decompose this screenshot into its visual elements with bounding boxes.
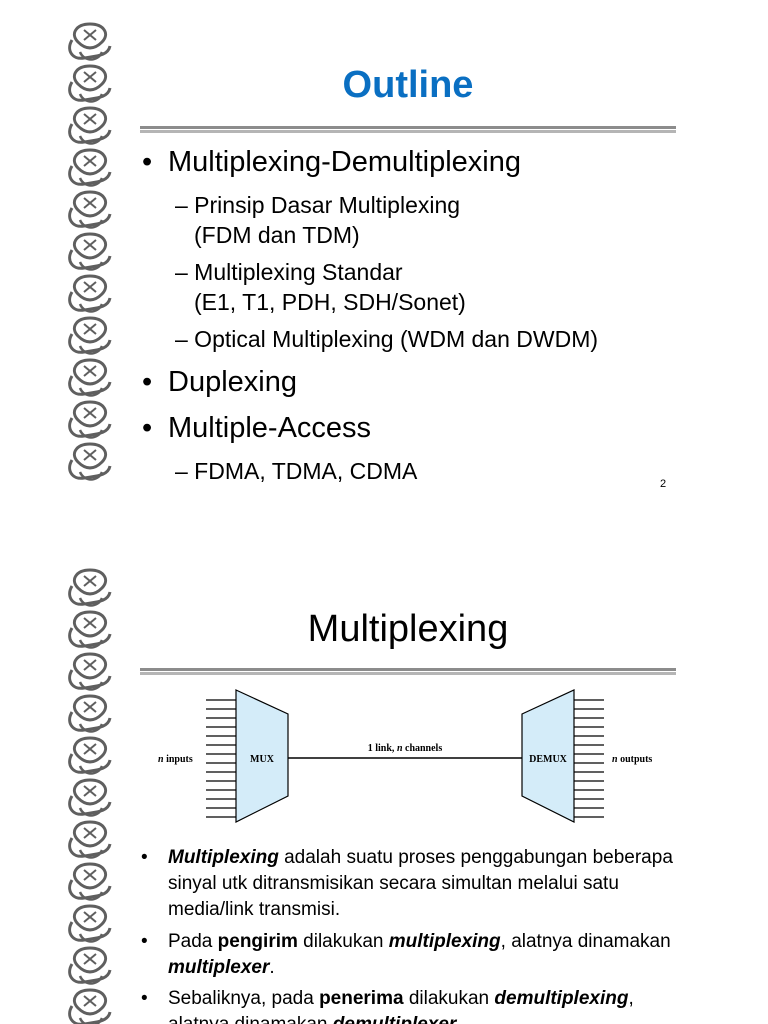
paragraph-multiplexing-definition: • Multiplexing adalah suatu proses pengg… <box>141 847 673 920</box>
demux-label: DEMUX <box>529 754 568 765</box>
slide-outline: Outline •Multiplexing-Demultiplexing – P… <box>68 22 676 490</box>
subbullet-multiplexing-standar: – Multiplexing Standar (E1, T1, PDH, SDH… <box>175 259 466 315</box>
subbullet-fdma-tdma-cdma: – FDMA, TDMA, CDMA <box>175 458 418 484</box>
celtic-knot-border-icon <box>68 568 112 1024</box>
title-divider <box>140 668 676 675</box>
mux-label: MUX <box>250 754 275 765</box>
input-lines <box>206 699 236 818</box>
demux-block <box>521 689 575 823</box>
paragraph-penerima: • Sebaliknya, pada penerima dilakukan de… <box>141 988 634 1024</box>
bullet-duplexing: •Duplexing <box>142 366 297 398</box>
subbullet-prinsip-dasar: – Prinsip Dasar Multiplexing (FDM dan TD… <box>175 192 461 248</box>
inputs-label: n inputs <box>158 754 193 765</box>
bullet-multiplexing-demultiplexing: •Multiplexing-Demultiplexing <box>142 146 521 178</box>
bullet-multiple-access: •Multiple-Access <box>142 412 372 444</box>
link-label: 1 link, n channels <box>368 743 443 754</box>
mux-block <box>235 689 289 823</box>
outputs-label: n outputs <box>612 754 652 765</box>
mux-demux-diagram: n inputs MUX 1 link, n channels DEMUX n … <box>140 682 676 832</box>
output-lines <box>574 699 604 818</box>
slide-title: Outline <box>342 64 474 106</box>
page-number: 2 <box>660 478 667 490</box>
subbullet-optical-multiplexing: – Optical Multiplexing (WDM dan DWDM) <box>175 326 599 352</box>
paragraph-pengirim: • Pada pengirim dilakukan multiplexing, … <box>141 931 671 978</box>
slide-title: Multiplexing <box>307 608 509 650</box>
slide-multiplexing: Multiplexing n inputs MUX 1 link, n chan… <box>0 560 768 1024</box>
celtic-knot-border-icon <box>68 22 112 481</box>
title-divider <box>140 126 676 133</box>
